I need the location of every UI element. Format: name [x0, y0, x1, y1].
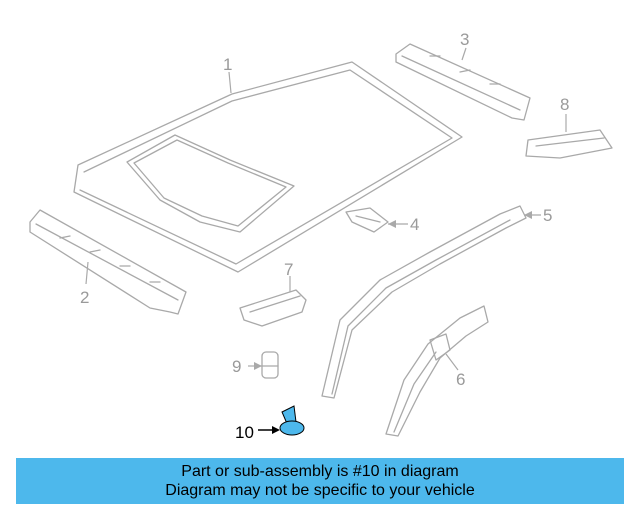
leader-arrow-10 [272, 426, 280, 434]
leader-line-1 [228, 71, 232, 94]
callout-3[interactable]: 3 [460, 30, 469, 49]
callout-2[interactable]: 2 [80, 288, 89, 307]
leader-line-6 [445, 353, 459, 371]
callout-4[interactable]: 4 [410, 215, 419, 234]
leader-arrow-4 [388, 220, 396, 228]
leader-arrow-9 [254, 362, 262, 370]
callout-7[interactable]: 7 [284, 260, 293, 279]
rear-header-part-3[interactable] [395, 43, 531, 121]
pillar-part-6[interactable] [385, 305, 489, 437]
banner-line-1: Part or sub-assembly is #10 in diagram [181, 463, 459, 480]
callout-9[interactable]: 9 [232, 357, 241, 376]
leader-line-3 [461, 47, 467, 61]
bracket-part-8[interactable] [525, 129, 613, 159]
callout-8[interactable]: 8 [560, 95, 569, 114]
front-header-part-2[interactable] [29, 209, 187, 315]
info-banner: Part or sub-assembly is #10 in diagram D… [16, 458, 624, 504]
callout-1[interactable]: 1 [223, 55, 232, 74]
bracket-part-4[interactable] [345, 207, 389, 233]
leader-arrow-5 [524, 211, 532, 219]
side-rail-part-5[interactable] [321, 205, 527, 399]
leader-line-2 [85, 261, 89, 285]
callout-10[interactable]: 10 [235, 423, 254, 442]
clip-part-9[interactable] [261, 351, 279, 379]
callout-6[interactable]: 6 [456, 370, 465, 389]
callout-5[interactable]: 5 [543, 206, 552, 225]
roof-panel-part-1[interactable] [73, 61, 463, 273]
bracket-part-7[interactable] [239, 289, 307, 327]
parts-diagram: 1 2 3 4 5 6 7 [29, 30, 613, 442]
banner-line-2: Diagram may not be specific to your vehi… [165, 482, 475, 499]
clip-part-10[interactable] [279, 405, 305, 436]
